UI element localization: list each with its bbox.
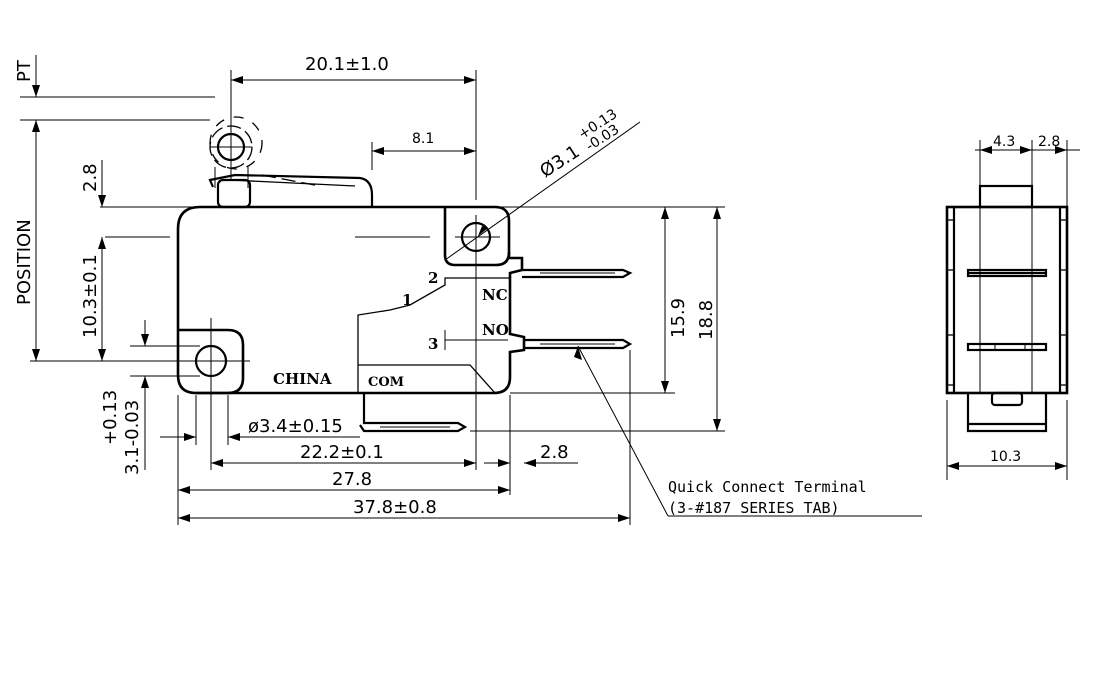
side-view xyxy=(945,184,1069,433)
dim-hole-spacing: 22.2±0.1 xyxy=(300,442,384,463)
terminal-nc xyxy=(522,268,633,279)
dim-position: POSITION xyxy=(14,219,35,305)
dim-lever-offset: 2.8 xyxy=(80,163,101,192)
label-no: NO xyxy=(482,321,509,339)
dim-bottom-hole-dia: ø3.4±0.15 xyxy=(248,416,343,437)
dim-lever-length: 20.1±1.0 xyxy=(305,54,389,75)
dim-side-width: 10.3 xyxy=(990,449,1021,465)
dim-body-from-hole: 10.3±0.1 xyxy=(80,254,101,338)
dim-side-top-right: 2.8 xyxy=(1038,134,1060,150)
side-view-dimensions xyxy=(946,140,1080,480)
dim-height-inner: 15.9 xyxy=(668,298,689,338)
label-com: COM xyxy=(368,375,404,390)
terminal-com xyxy=(359,393,468,433)
label-pin-2: 2 xyxy=(428,269,438,287)
callout-line-1: Quick Connect Terminal xyxy=(668,478,867,496)
dim-total-length: 37.8±0.8 xyxy=(353,497,437,518)
label-nc: NC xyxy=(482,286,508,304)
dim-left-hole-dia: 3.1-0.03 xyxy=(122,400,143,475)
dimension-lines xyxy=(32,55,922,525)
label-pin-3: 3 xyxy=(428,335,438,353)
dim-body-length: 27.8 xyxy=(332,469,372,490)
switch-body xyxy=(176,205,526,395)
label-pin-1: 1 xyxy=(402,291,412,309)
dim-hole-offset: 8.1 xyxy=(412,131,434,147)
bottom-mounting-hole xyxy=(138,318,250,430)
dim-side-top-left: 4.3 xyxy=(993,134,1015,150)
dim-pt: PT xyxy=(14,59,35,82)
front-view xyxy=(20,96,725,433)
label-origin: CHINA xyxy=(273,370,332,388)
dim-terminal-offset: 2.8 xyxy=(540,442,569,463)
top-mounting-hole xyxy=(443,207,511,267)
terminal-no xyxy=(524,338,633,350)
dim-height-outer: 18.8 xyxy=(696,300,717,340)
dim-left-hole-tol: +0.13 xyxy=(100,390,121,445)
dim-top-hole-dia: Ø3.1 xyxy=(536,141,583,182)
actuator-lever xyxy=(208,110,374,209)
callout-line-2: (3-#187 SERIES TAB) xyxy=(668,499,840,517)
